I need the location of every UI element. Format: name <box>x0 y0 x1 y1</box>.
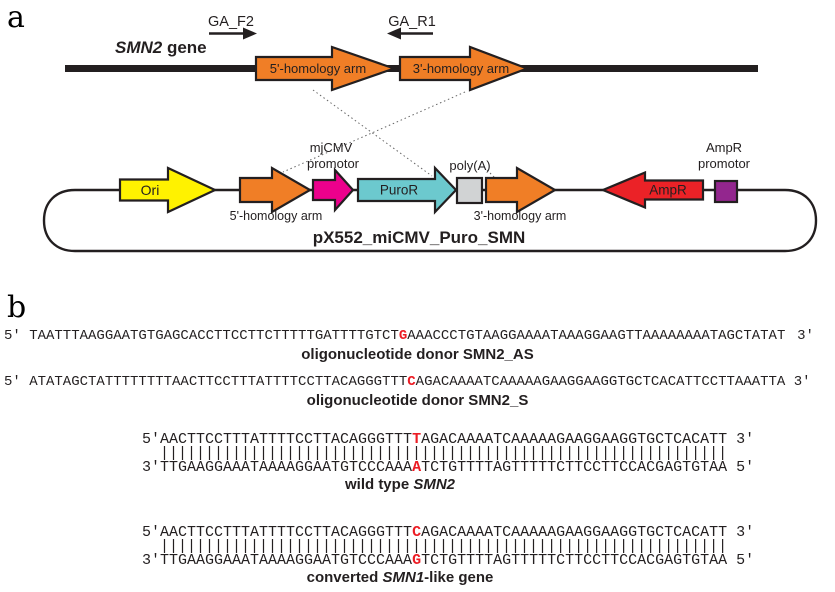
mjcmv-promotor-label-line2: promotor <box>307 156 360 171</box>
wild-type-pairing-bars: ||||||||||||||||||||||||||||||||||||||||… <box>160 445 728 462</box>
three-prime-marker: 3' <box>797 328 814 344</box>
sequence-text: AACTTCCTTTATTTTCCTTACAGGGTTT <box>160 431 413 448</box>
wild-type-label: wild type SMN2 <box>344 476 456 493</box>
ampr-arrow <box>600 170 705 210</box>
donor-smn2-s-label: oligonucleotide donor SMN2_S <box>306 392 529 409</box>
ampr-promotor-label-line2: promotor <box>698 156 751 171</box>
gene-5-homology-arm-label: 5'-homology arm <box>270 61 366 76</box>
puror-arrow <box>356 165 458 215</box>
sequence-text: AGACAAAATCAAAAAGAAGGAAGGTGCTCACATT <box>421 431 728 448</box>
five-prime-marker: 5' <box>142 431 161 448</box>
three-prime-marker: 3' <box>142 552 161 569</box>
wild-type-top-strand: 5'AACTTCCTTTATTTTCCTTACAGGGTTTTAGACAAAAT… <box>142 431 754 448</box>
three-prime-marker: 3' <box>736 431 755 448</box>
five-prime-marker: 5' <box>736 552 755 569</box>
plasmid-5-homology-arm-arrow <box>238 166 313 214</box>
plasmid-5-homology-arm-label: 5'-homology arm <box>230 209 323 223</box>
ampr-label: AmpR <box>649 183 687 198</box>
smn2-gene-title: SMN2 gene <box>115 38 207 57</box>
mutation-base: C <box>412 524 422 541</box>
mutation-base: A <box>412 459 422 476</box>
converted-bottom-strand: 3'TTGAAGGAAATAAAAGGAATGTCCCAAAGTCTGTTTTA… <box>142 552 754 569</box>
primer-ga-r1-arrowhead-icon <box>387 27 401 40</box>
panel-a-figure: SMN2 gene GA_F2 GA_R1 5'-homology arm 3'… <box>42 14 818 253</box>
sequence-text: AAACCCTGTAAGGAAAATAAAGGAAGTTAAAAAAAATAGC… <box>407 328 786 344</box>
ori-label: Ori <box>141 182 160 198</box>
panel-b-letter: b <box>7 290 27 325</box>
primer-ga-r1-label: GA_R1 <box>388 14 436 30</box>
plasmid-3-homology-arm-label: 3'-homology arm <box>474 209 567 223</box>
plasmid-name: pX552_miCMV_Puro_SMN <box>313 228 526 247</box>
five-prime-marker: 5' <box>736 459 755 476</box>
five-prime-marker: 5' <box>4 328 21 344</box>
gene-3-homology-arm-label: 3'-homology arm <box>413 61 509 76</box>
sequence-text: TAATTTAAGGAATGTGAGCACCTTCCTTCTTTTTGATTTT… <box>29 328 399 344</box>
three-prime-marker: 3' <box>793 374 811 390</box>
three-prime-marker: 3' <box>736 524 755 541</box>
sequence-text: TTGAAGGAAATAAAAGGAATGTCCCAAA <box>160 552 413 569</box>
sequence-text: TCTGTTTTAGTTTTTCTTCCTTCCACGAGTGTAA <box>421 552 728 569</box>
gene-5-homology-arm-arrow <box>254 45 398 92</box>
ampr-promotor-box <box>713 179 739 204</box>
primer-ga-f2: GA_F2 <box>208 14 257 40</box>
three-prime-marker: 3' <box>142 459 161 476</box>
polya-box <box>455 176 484 205</box>
plasmid-3-homology-arm-arrow <box>484 166 558 214</box>
mutation-base: C <box>407 374 416 390</box>
mutation-base: G <box>398 328 408 344</box>
panel-a-letter: a <box>7 0 25 35</box>
sequence-text: TTGAAGGAAATAAAAGGAATGTCCCAAA <box>160 459 413 476</box>
ampr-promotor-label-line1: AmpR <box>706 140 742 155</box>
mjcmv-promotor-arrow <box>311 167 355 213</box>
polya-label: poly(A) <box>449 158 490 173</box>
converted-label: converted SMN1-like gene <box>306 569 494 586</box>
mjcmv-promotor-label-line1: mjCMV <box>310 140 353 155</box>
recombination-dotted-line-left <box>312 89 433 177</box>
puror-label: PuroR <box>380 183 419 198</box>
plasmid-backbone <box>42 188 818 253</box>
five-prime-marker: 5' <box>142 524 161 541</box>
sequence-text: ATATAGCTATTTTTTTTAACTTCCTTTATTTTCCTTACAG… <box>29 374 408 390</box>
converted-pairing-bars: ||||||||||||||||||||||||||||||||||||||||… <box>160 538 728 555</box>
gene-3-homology-arm-arrow <box>398 45 531 92</box>
donor-smn2-as-sequence: 5' TAATTTAAGGAATGTGAGCACCTTCCTTCTTTTTGATT… <box>4 328 814 344</box>
donor-smn2-as-label: oligonucleotide donor SMN2_AS <box>301 346 534 363</box>
primer-ga-f2-arrowhead-icon <box>243 27 257 40</box>
primer-ga-r1: GA_R1 <box>387 14 436 40</box>
sequence-text: TCTGTTTTAGTTTTTCTTCCTTCCACGAGTGTAA <box>421 459 728 476</box>
mutation-base: T <box>412 431 422 448</box>
mutation-base: G <box>412 552 422 569</box>
converted-top-strand: 5'AACTTCCTTTATTTTCCTTACAGGGTTTCAGACAAAAT… <box>142 524 754 541</box>
ori-arrow <box>118 166 218 214</box>
sequence-text: AACTTCCTTTATTTTCCTTACAGGGTTT <box>160 524 413 541</box>
recombination-dotted-line-right <box>282 91 466 173</box>
sequence-text: AGACAAAATCAAAAAGAAGGAAGGTGCTCACATTCCTTAA… <box>415 374 786 390</box>
five-prime-marker: 5' <box>4 374 21 390</box>
sequence-text: AGACAAAATCAAAAAGAAGGAAGGTGCTCACATT <box>421 524 728 541</box>
primer-ga-f2-label: GA_F2 <box>208 14 254 30</box>
donor-smn2-s-sequence: 5' ATATAGCTATTTTTTTTAACTTCCTTTATTTTCCTTAC… <box>4 374 811 390</box>
wild-type-bottom-strand: 3'TTGAAGGAAATAAAAGGAATGTCCCAAAATCTGTTTTA… <box>142 459 754 476</box>
